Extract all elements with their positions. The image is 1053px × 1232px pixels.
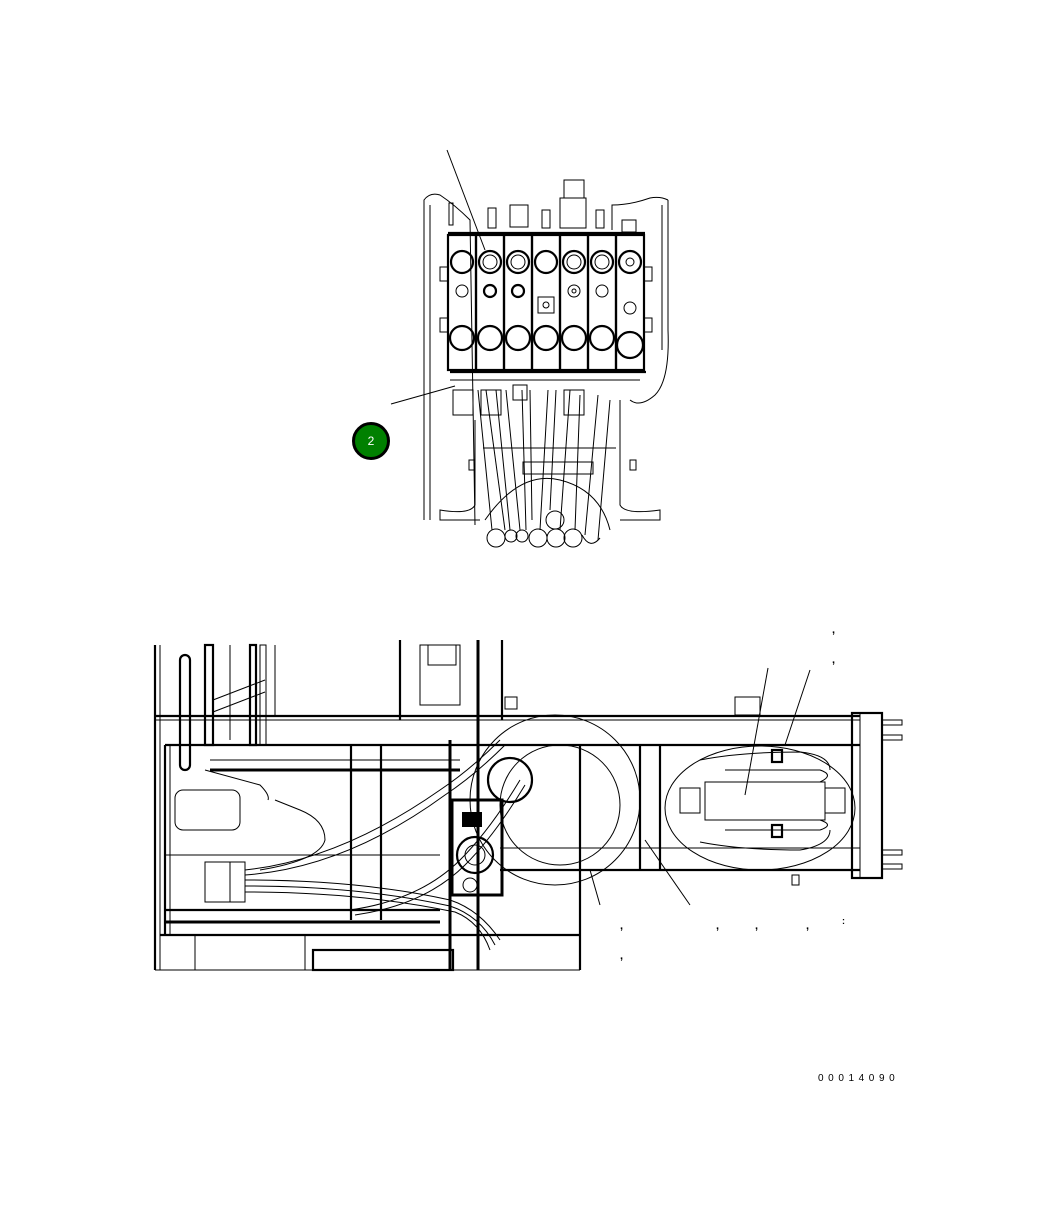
label-mark: , [620,920,624,932]
valve-sections [439,233,653,372]
figure-id: 00014090 [818,1073,900,1084]
frame-plan-drawing [153,640,903,972]
label-mark: , [620,950,624,962]
label-mark: , [806,920,810,932]
label-mark: , [716,920,720,932]
callout-label: 2 [367,434,375,448]
leader-line-callout-2 [390,385,456,405]
label-mark: , [832,654,836,666]
valve-top-fittings [448,179,637,233]
label-mark: : [842,916,845,926]
hose-bundle [477,389,611,548]
callout-bubble-2[interactable]: 2 [352,422,390,460]
label-mark: , [832,624,836,636]
label-mark: , [755,920,759,932]
